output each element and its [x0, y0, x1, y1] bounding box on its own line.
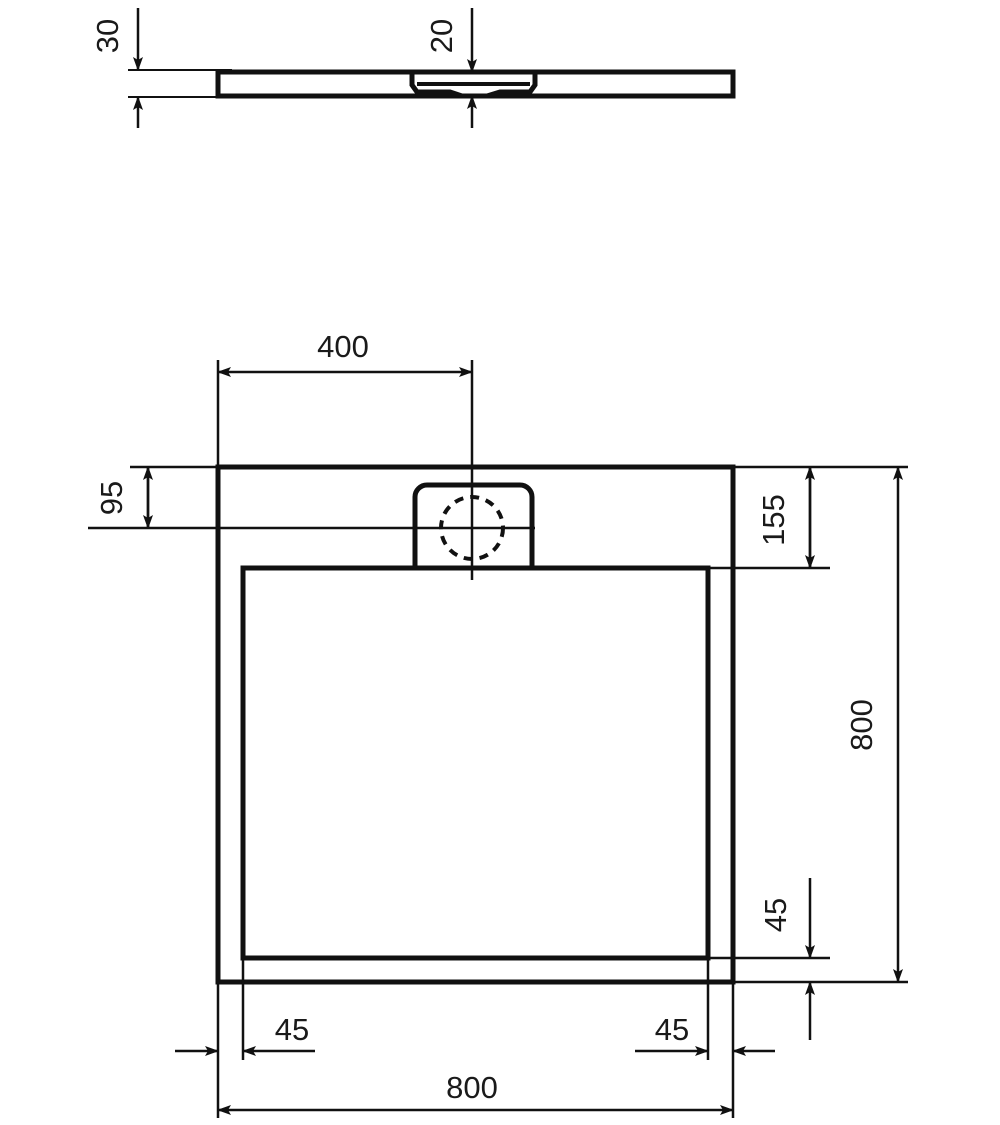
dimension-label-bottom-rim-45: 45 [758, 898, 793, 932]
side-section-view: 30 20 [90, 8, 736, 128]
dimension-label-left-rim-45: 45 [275, 1012, 309, 1047]
plan-view: 400 95 155 800 45 [88, 329, 908, 1118]
tray-outer-outline [215, 464, 736, 985]
dimension-label-155: 155 [756, 494, 791, 546]
dimension-label-overall-height-800: 800 [844, 699, 879, 751]
waste-recess-outline [412, 482, 535, 571]
dimension-label-offset-400: 400 [317, 329, 369, 364]
waste-recess-right-profile [481, 74, 538, 99]
dimension-label-right-rim-45: 45 [655, 1012, 689, 1047]
dimension-label-height-30: 30 [90, 19, 125, 53]
waste-recess-left-profile [409, 74, 481, 99]
dimension-label-depth-20: 20 [424, 19, 459, 53]
dimension-label-overall-width-800: 800 [446, 1070, 498, 1105]
tray-section-outline [215, 69, 736, 99]
dimension-label-95: 95 [94, 481, 129, 515]
